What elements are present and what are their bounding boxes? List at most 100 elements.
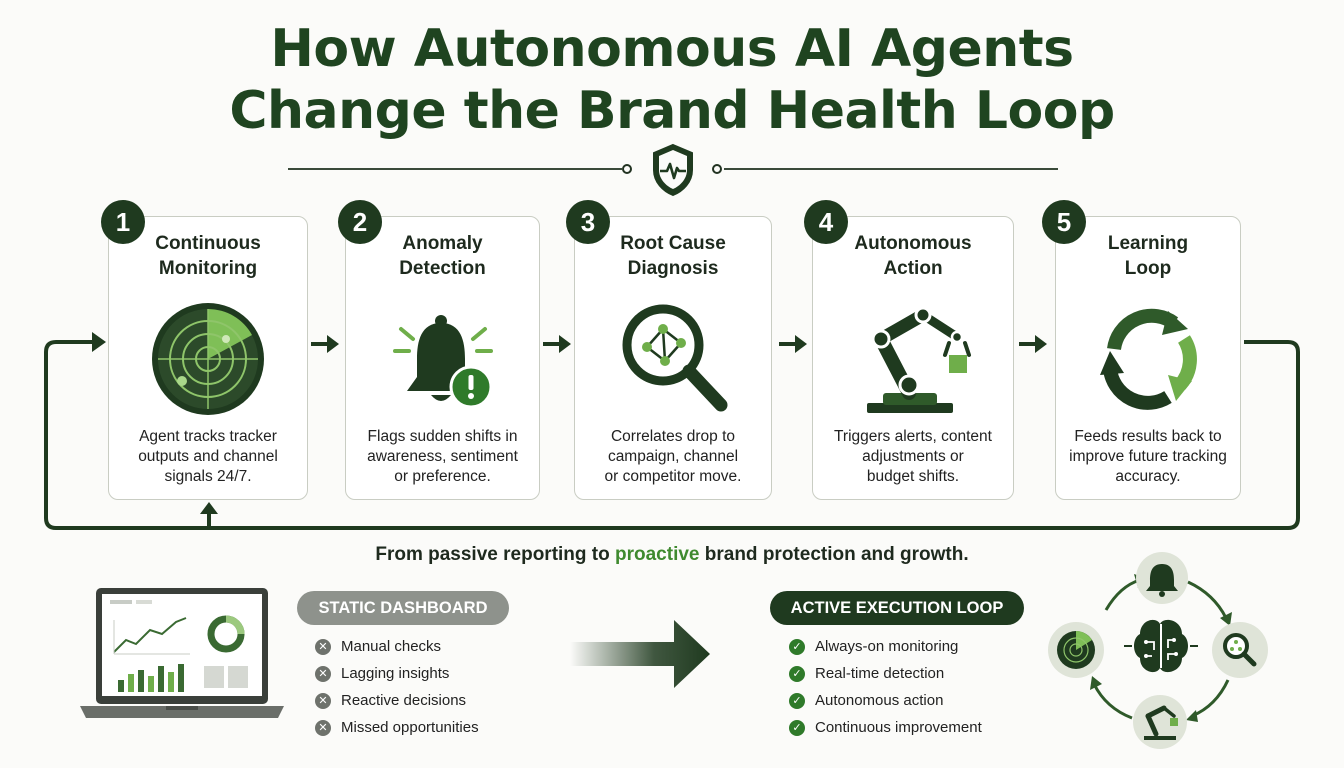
step-title-line: Continuous xyxy=(155,233,261,254)
step-description: Agent tracks tracker outputs and channel… xyxy=(109,427,307,487)
list-item: ✕ Lagging insights xyxy=(315,660,479,687)
step-description: Triggers alerts, content adjustments or … xyxy=(813,427,1013,487)
x-circle-icon: ✕ xyxy=(315,665,331,682)
bell-alert-icon xyxy=(392,315,493,409)
robot-arm-icon xyxy=(867,306,971,413)
list-item: ✕ Manual checks xyxy=(315,633,479,660)
step-card-4: Autonomous Action Triggers alerts, conte… xyxy=(812,216,1014,500)
x-circle-icon: ✕ xyxy=(315,638,331,655)
list-item: ✕ Reactive decisions xyxy=(315,687,479,714)
step-desc-line: signals 24/7. xyxy=(164,468,252,485)
page-title: How Autonomous AI Agents Change the Bran… xyxy=(0,18,1344,142)
magnifier-node xyxy=(1212,622,1268,678)
step-description: Feeds results back to improve future tra… xyxy=(1056,427,1240,487)
title-line-1: How Autonomous AI Agents xyxy=(270,19,1074,79)
step-desc-line: or preference. xyxy=(394,468,491,485)
step-title: Autonomous Action xyxy=(813,231,1013,281)
step-card-1: Continuous Monitoring Agent tracks track… xyxy=(108,216,308,500)
list-item: ✓ Continuous improvement xyxy=(789,714,982,741)
cycle-arrows-icon xyxy=(1100,308,1197,410)
step-card-3: Root Cause Diagnosis Correlates drop to … xyxy=(574,216,772,500)
x-circle-icon: ✕ xyxy=(315,692,331,709)
divider-dot-right xyxy=(712,164,722,174)
agent-cycle-diagram xyxy=(1048,552,1268,749)
list-item-text: Continuous improvement xyxy=(815,719,982,736)
step-desc-line: awareness, sentiment xyxy=(367,448,518,465)
static-dashboard-label: STATIC DASHBOARD xyxy=(297,591,509,625)
step-desc-line: accuracy. xyxy=(1115,468,1181,485)
check-circle-icon: ✓ xyxy=(789,665,805,682)
step-number-badge-4: 4 xyxy=(804,200,848,244)
divider-left xyxy=(288,168,622,170)
list-item: ✓ Autonomous action xyxy=(789,687,982,714)
step-desc-line: improve future tracking xyxy=(1069,448,1227,465)
brain-circuit-icon xyxy=(1124,619,1198,673)
step-number-badge-1: 1 xyxy=(101,200,145,244)
shield-heartbeat-icon xyxy=(653,143,693,197)
active-execution-label: ACTIVE EXECUTION LOOP xyxy=(770,591,1024,625)
step-number-badge-5: 5 xyxy=(1042,200,1086,244)
check-circle-icon: ✓ xyxy=(789,638,805,655)
static-dashboard-list: ✕ Manual checks ✕ Lagging insights ✕ Reacti… xyxy=(315,633,479,741)
divider-dot-left xyxy=(622,164,632,174)
arrow-right-icon xyxy=(543,335,571,353)
step-title-line: Monitoring xyxy=(158,258,258,279)
tagline: From passive reporting to proactive bran… xyxy=(0,544,1344,566)
list-item: ✓ Real-time detection xyxy=(789,660,982,687)
step-desc-line: Agent tracks tracker xyxy=(139,428,277,445)
arrow-right-icon xyxy=(779,335,807,353)
list-item-text: Always-on monitoring xyxy=(815,638,959,655)
step-number-badge-2: 2 xyxy=(338,200,382,244)
transition-arrow-icon xyxy=(570,620,710,688)
step-desc-line: budget shifts. xyxy=(866,468,960,485)
step-title-line: Anomaly xyxy=(402,233,483,254)
step-title-line: Loop xyxy=(1124,258,1172,279)
step-description: Flags sudden shifts in awareness, sentim… xyxy=(346,427,539,487)
divider-right xyxy=(724,168,1058,170)
step-title-line: Detection xyxy=(399,258,486,279)
step-description: Correlates drop to campaign, channel or … xyxy=(575,427,771,487)
arrow-right-icon xyxy=(1019,335,1047,353)
step-desc-line: Correlates drop to xyxy=(610,428,736,445)
list-item: ✓ Always-on monitoring xyxy=(789,633,982,660)
step-desc-line: adjustments or xyxy=(862,448,964,465)
radar-node xyxy=(1048,622,1104,678)
step-desc-line: Feeds results back to xyxy=(1074,428,1222,445)
title-line-2: Change the Brand Health Loop xyxy=(229,81,1115,141)
list-item-text: Lagging insights xyxy=(341,665,450,682)
step-title-line: Autonomous xyxy=(854,233,972,254)
step-desc-line: Flags sudden shifts in xyxy=(367,428,518,445)
step-title: Anomaly Detection xyxy=(346,231,539,281)
step-title-line: Action xyxy=(883,258,943,279)
list-item-text: Autonomous action xyxy=(815,692,944,709)
x-circle-icon: ✕ xyxy=(315,719,331,736)
bell-node xyxy=(1136,552,1188,604)
list-item-text: Manual checks xyxy=(341,638,442,655)
arrow-right-icon xyxy=(311,335,339,353)
list-item: ✕ Missed opportunities xyxy=(315,714,479,741)
tagline-start: From passive reporting to xyxy=(375,544,615,565)
step-title-line: Root Cause xyxy=(620,233,726,254)
step-title: Root Cause Diagnosis xyxy=(575,231,771,281)
robot-arm-node xyxy=(1133,695,1187,749)
list-item-text: Real-time detection xyxy=(815,665,945,682)
step-desc-line: or competitor move. xyxy=(604,468,742,485)
step-title-line: Learning xyxy=(1107,233,1189,254)
check-circle-icon: ✓ xyxy=(789,719,805,736)
list-item-text: Missed opportunities xyxy=(341,719,479,736)
radar-icon xyxy=(152,303,264,415)
step-title-line: Diagnosis xyxy=(627,258,719,279)
magnifier-network-icon xyxy=(622,304,728,412)
list-item-text: Reactive decisions xyxy=(341,692,467,709)
tagline-end: brand protection and growth. xyxy=(699,544,969,565)
step-desc-line: outputs and channel xyxy=(138,448,278,465)
step-card-5: Learning Loop Feeds results back to impr… xyxy=(1055,216,1241,500)
step-number-badge-3: 3 xyxy=(566,200,610,244)
step-title: Learning Loop xyxy=(1056,231,1240,281)
step-desc-line: campaign, channel xyxy=(607,448,739,465)
laptop-dashboard-icon xyxy=(80,588,284,718)
active-execution-list: ✓ Always-on monitoring ✓ Real-time detecti… xyxy=(789,633,982,741)
step-card-2: Anomaly Detection Flags sudden shifts in… xyxy=(345,216,540,500)
check-circle-icon: ✓ xyxy=(789,692,805,709)
step-title: Continuous Monitoring xyxy=(109,231,307,281)
